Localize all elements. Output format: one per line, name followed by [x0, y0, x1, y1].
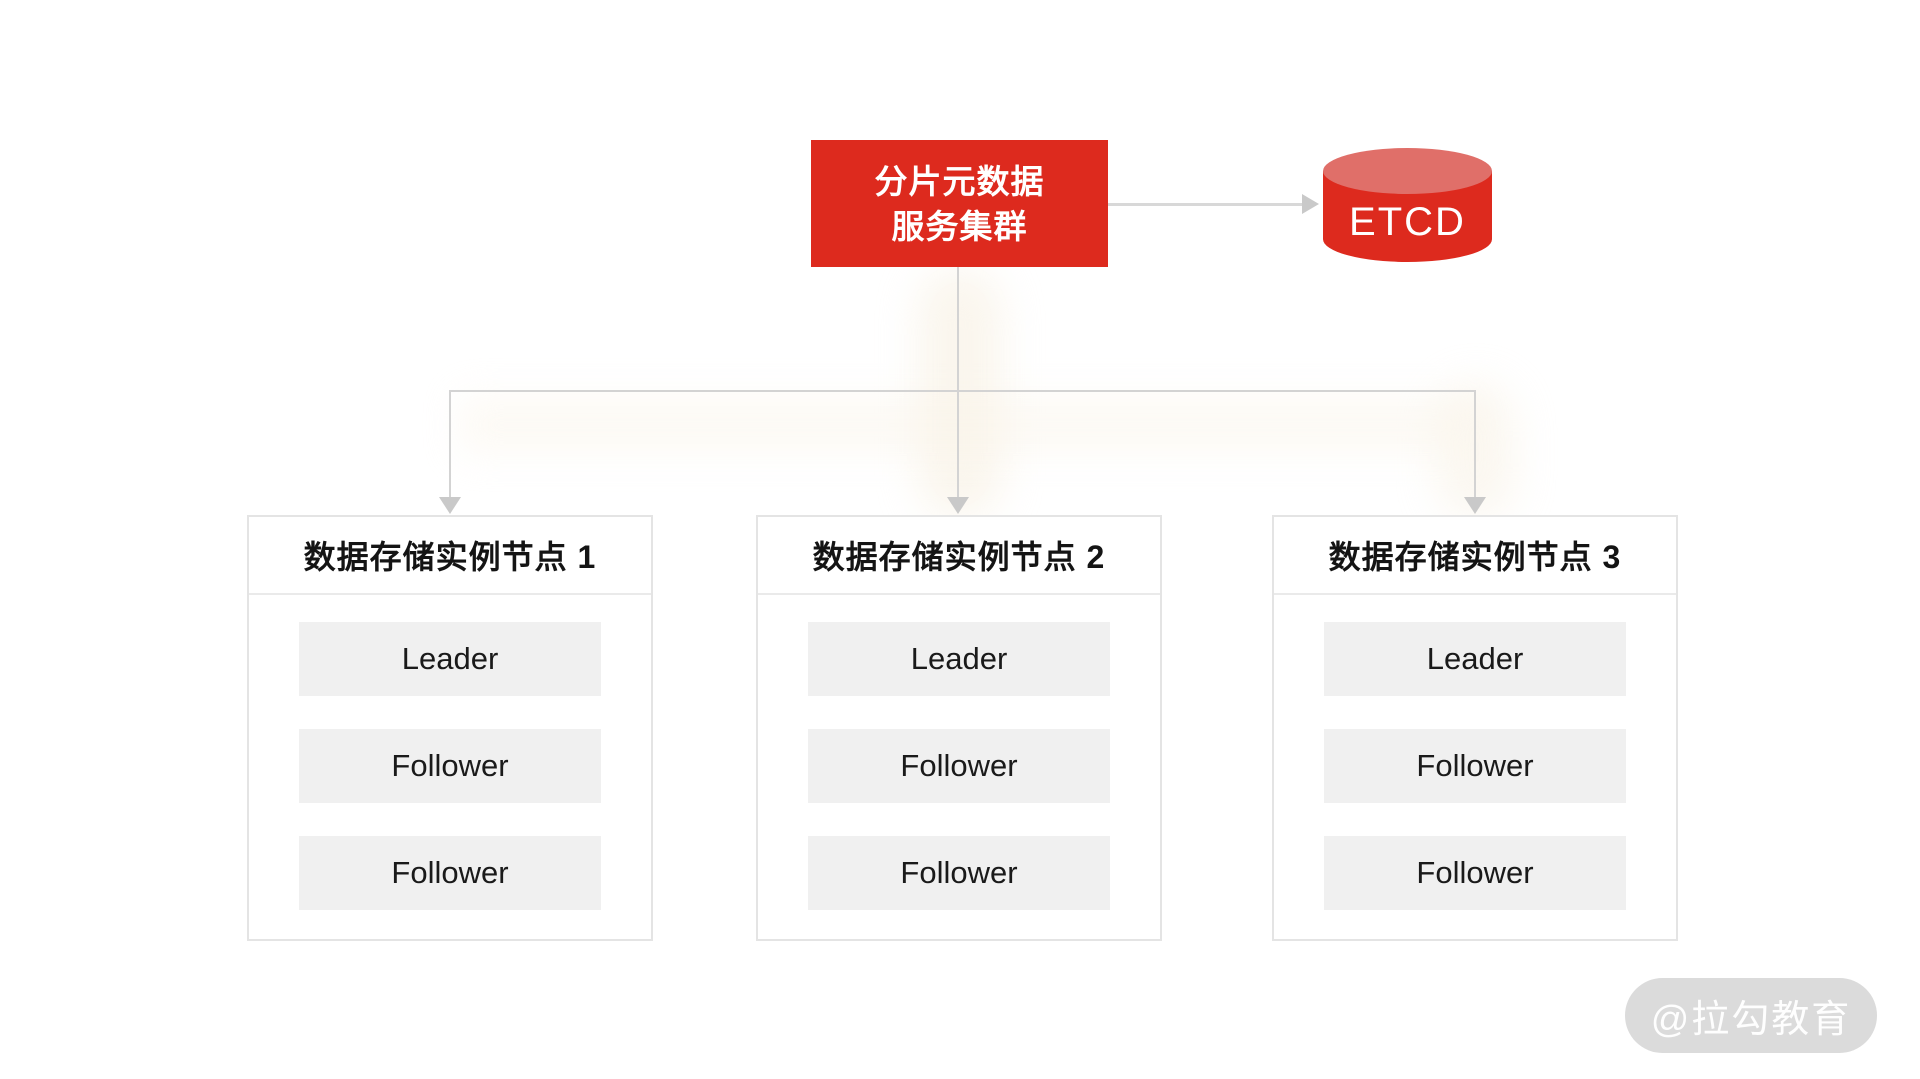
meta-service-label-line2: 服务集群: [891, 207, 1028, 245]
follower-cell: Follower: [299, 729, 601, 803]
arrowhead-down-icon-2: [947, 497, 969, 514]
connector-glow-horizontal: [460, 396, 1475, 454]
follower-cell: Follower: [808, 729, 1110, 803]
follower-cell: Follower: [808, 836, 1110, 910]
meta-service-label-line1: 分片元数据: [874, 162, 1045, 200]
storage-node-title: 数据存储实例节点 1: [249, 517, 651, 595]
storage-node-title: 数据存储实例节点 2: [758, 517, 1160, 595]
arrowhead-down-icon-1: [439, 497, 461, 514]
connector-drop-line-1: [449, 390, 451, 498]
storage-node-body: Leader Follower Follower: [1274, 595, 1676, 910]
storage-node-title: 数据存储实例节点 3: [1274, 517, 1676, 595]
connector-drop-line-2: [957, 392, 959, 498]
etcd-cylinder-top-ellipse: [1323, 148, 1492, 194]
leader-cell: Leader: [808, 622, 1110, 696]
etcd-cylinder: ETCD: [1323, 148, 1492, 262]
follower-cell: Follower: [299, 836, 601, 910]
etcd-label: ETCD: [1349, 200, 1466, 244]
leader-cell: Leader: [1324, 622, 1626, 696]
connector-trunk-line: [957, 267, 959, 391]
arrow-line-to-etcd: [1108, 203, 1306, 206]
connector-horizontal-line: [449, 390, 1476, 392]
storage-node-body: Leader Follower Follower: [758, 595, 1160, 910]
leader-cell: Leader: [299, 622, 601, 696]
follower-cell: Follower: [1324, 729, 1626, 803]
storage-node-box-1: 数据存储实例节点 1 Leader Follower Follower: [247, 515, 653, 941]
meta-service-box: 分片元数据 服务集群: [811, 140, 1108, 267]
connector-glow-center: [918, 268, 1002, 520]
connector-drop-line-3: [1474, 390, 1476, 498]
arrowhead-down-icon-3: [1464, 497, 1486, 514]
storage-node-box-2: 数据存储实例节点 2 Leader Follower Follower: [756, 515, 1162, 941]
follower-cell: Follower: [1324, 836, 1626, 910]
watermark-badge: @拉勾教育: [1625, 978, 1877, 1053]
storage-node-body: Leader Follower Follower: [249, 595, 651, 910]
arrowhead-right-icon: [1302, 194, 1319, 214]
storage-node-box-3: 数据存储实例节点 3 Leader Follower Follower: [1272, 515, 1678, 941]
